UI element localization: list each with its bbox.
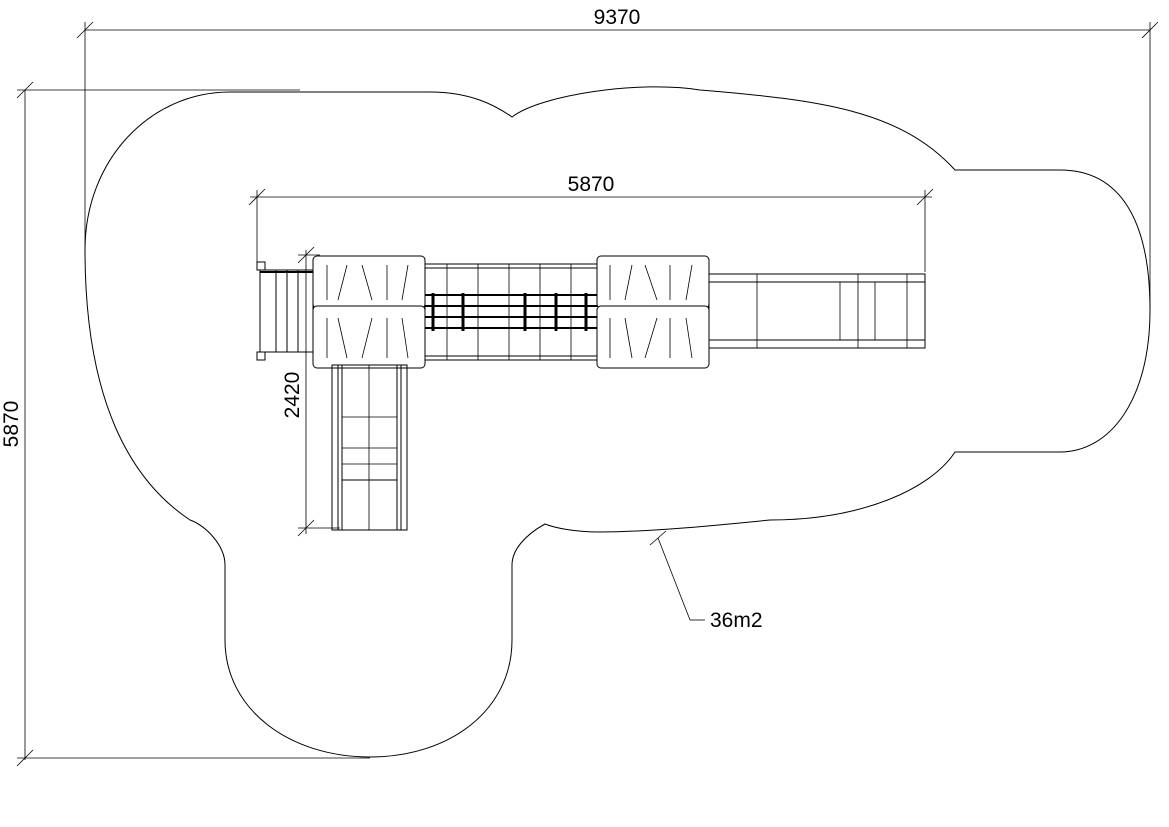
dimension-slide-projection: 2420 xyxy=(281,246,340,537)
right-slide xyxy=(708,273,926,349)
dimension-label-depth: 5870 xyxy=(0,401,23,448)
net-bridge xyxy=(424,263,599,361)
dimension-label-width: 9370 xyxy=(594,6,641,29)
right-tower xyxy=(596,255,710,369)
ladder xyxy=(256,261,314,361)
dimension-structure-length: 5870 xyxy=(248,173,934,272)
safety-area-outline xyxy=(84,86,1151,758)
dimension-label-structure: 5870 xyxy=(568,173,615,196)
bottom-slide xyxy=(331,364,408,531)
dimension-overall-depth: 5870 xyxy=(0,81,370,767)
left-tower xyxy=(312,255,426,369)
dimension-label-slide: 2420 xyxy=(281,372,304,419)
area-label: 36m2 xyxy=(710,609,763,632)
area-leader: 36m2 xyxy=(649,530,763,632)
dimension-overall-width: 9370 xyxy=(76,6,1159,310)
